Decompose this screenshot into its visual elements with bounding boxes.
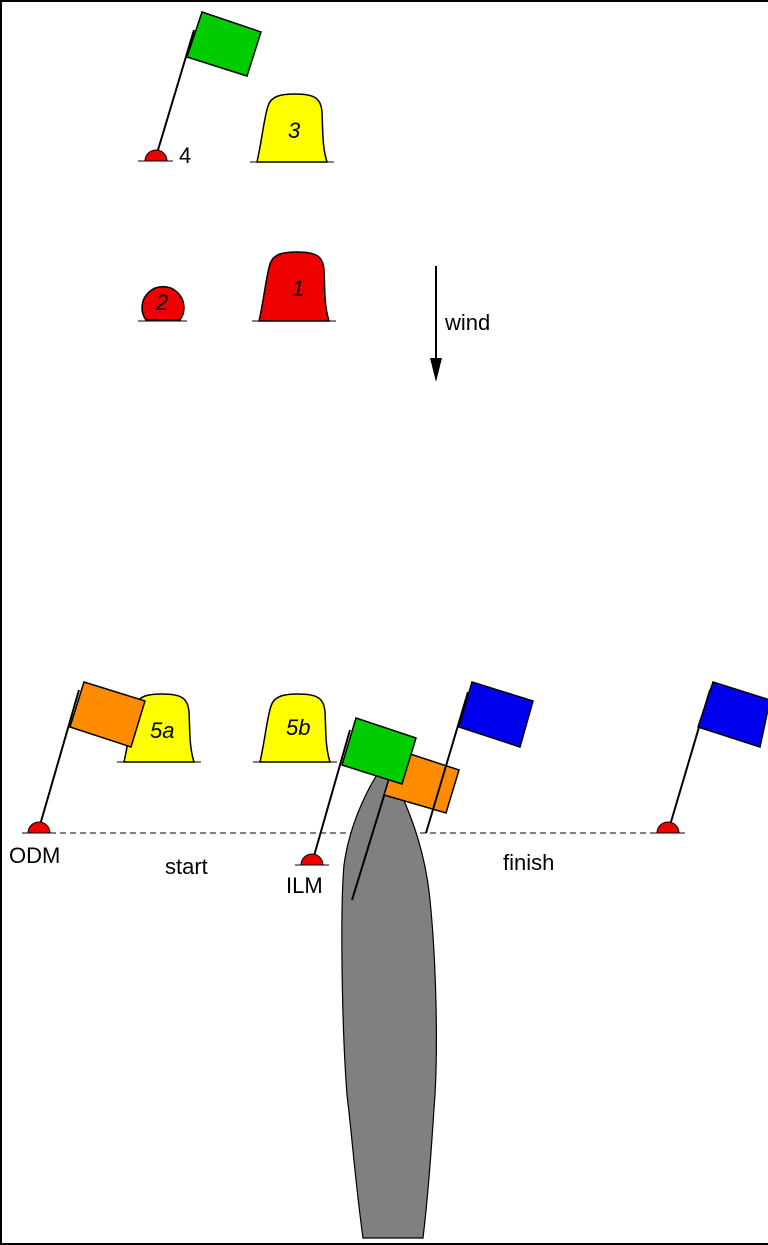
start-label: start <box>165 854 208 879</box>
mark-2-label: 2 <box>155 290 168 315</box>
red-buoy-icon <box>145 150 167 161</box>
finish-label: finish <box>503 850 554 875</box>
mark-3-label: 3 <box>288 118 301 143</box>
mark-3: 3 <box>250 94 334 162</box>
wind-label: wind <box>444 310 490 335</box>
finish-mark <box>651 682 768 833</box>
mark-5b: 5b <box>253 694 337 762</box>
green-flag <box>187 12 261 76</box>
red-buoy-icon <box>301 854 323 865</box>
mark-4: 4 <box>138 12 261 168</box>
blue-flag <box>459 682 533 747</box>
wind-indicator: wind <box>430 266 490 382</box>
orange-flag <box>70 682 145 747</box>
mark-5a-label: 5a <box>150 718 174 743</box>
mark-4-label: 4 <box>179 143 191 168</box>
mark-2: 2 <box>138 287 187 321</box>
flag-pole <box>155 30 194 160</box>
odm-mark: ODM <box>9 682 145 868</box>
wind-arrow-icon <box>430 358 442 382</box>
flag-pole <box>38 690 79 832</box>
mark-1-label: 1 <box>292 276 304 301</box>
mark-5b-label: 5b <box>286 715 310 740</box>
red-buoy-icon <box>657 822 679 833</box>
committee-boat <box>342 765 437 1238</box>
green-flag <box>342 718 416 784</box>
odm-label: ODM <box>9 843 60 868</box>
red-buoy-icon <box>28 822 50 833</box>
mark-1: 1 <box>252 252 336 321</box>
ilm-label: ILM <box>286 873 323 898</box>
